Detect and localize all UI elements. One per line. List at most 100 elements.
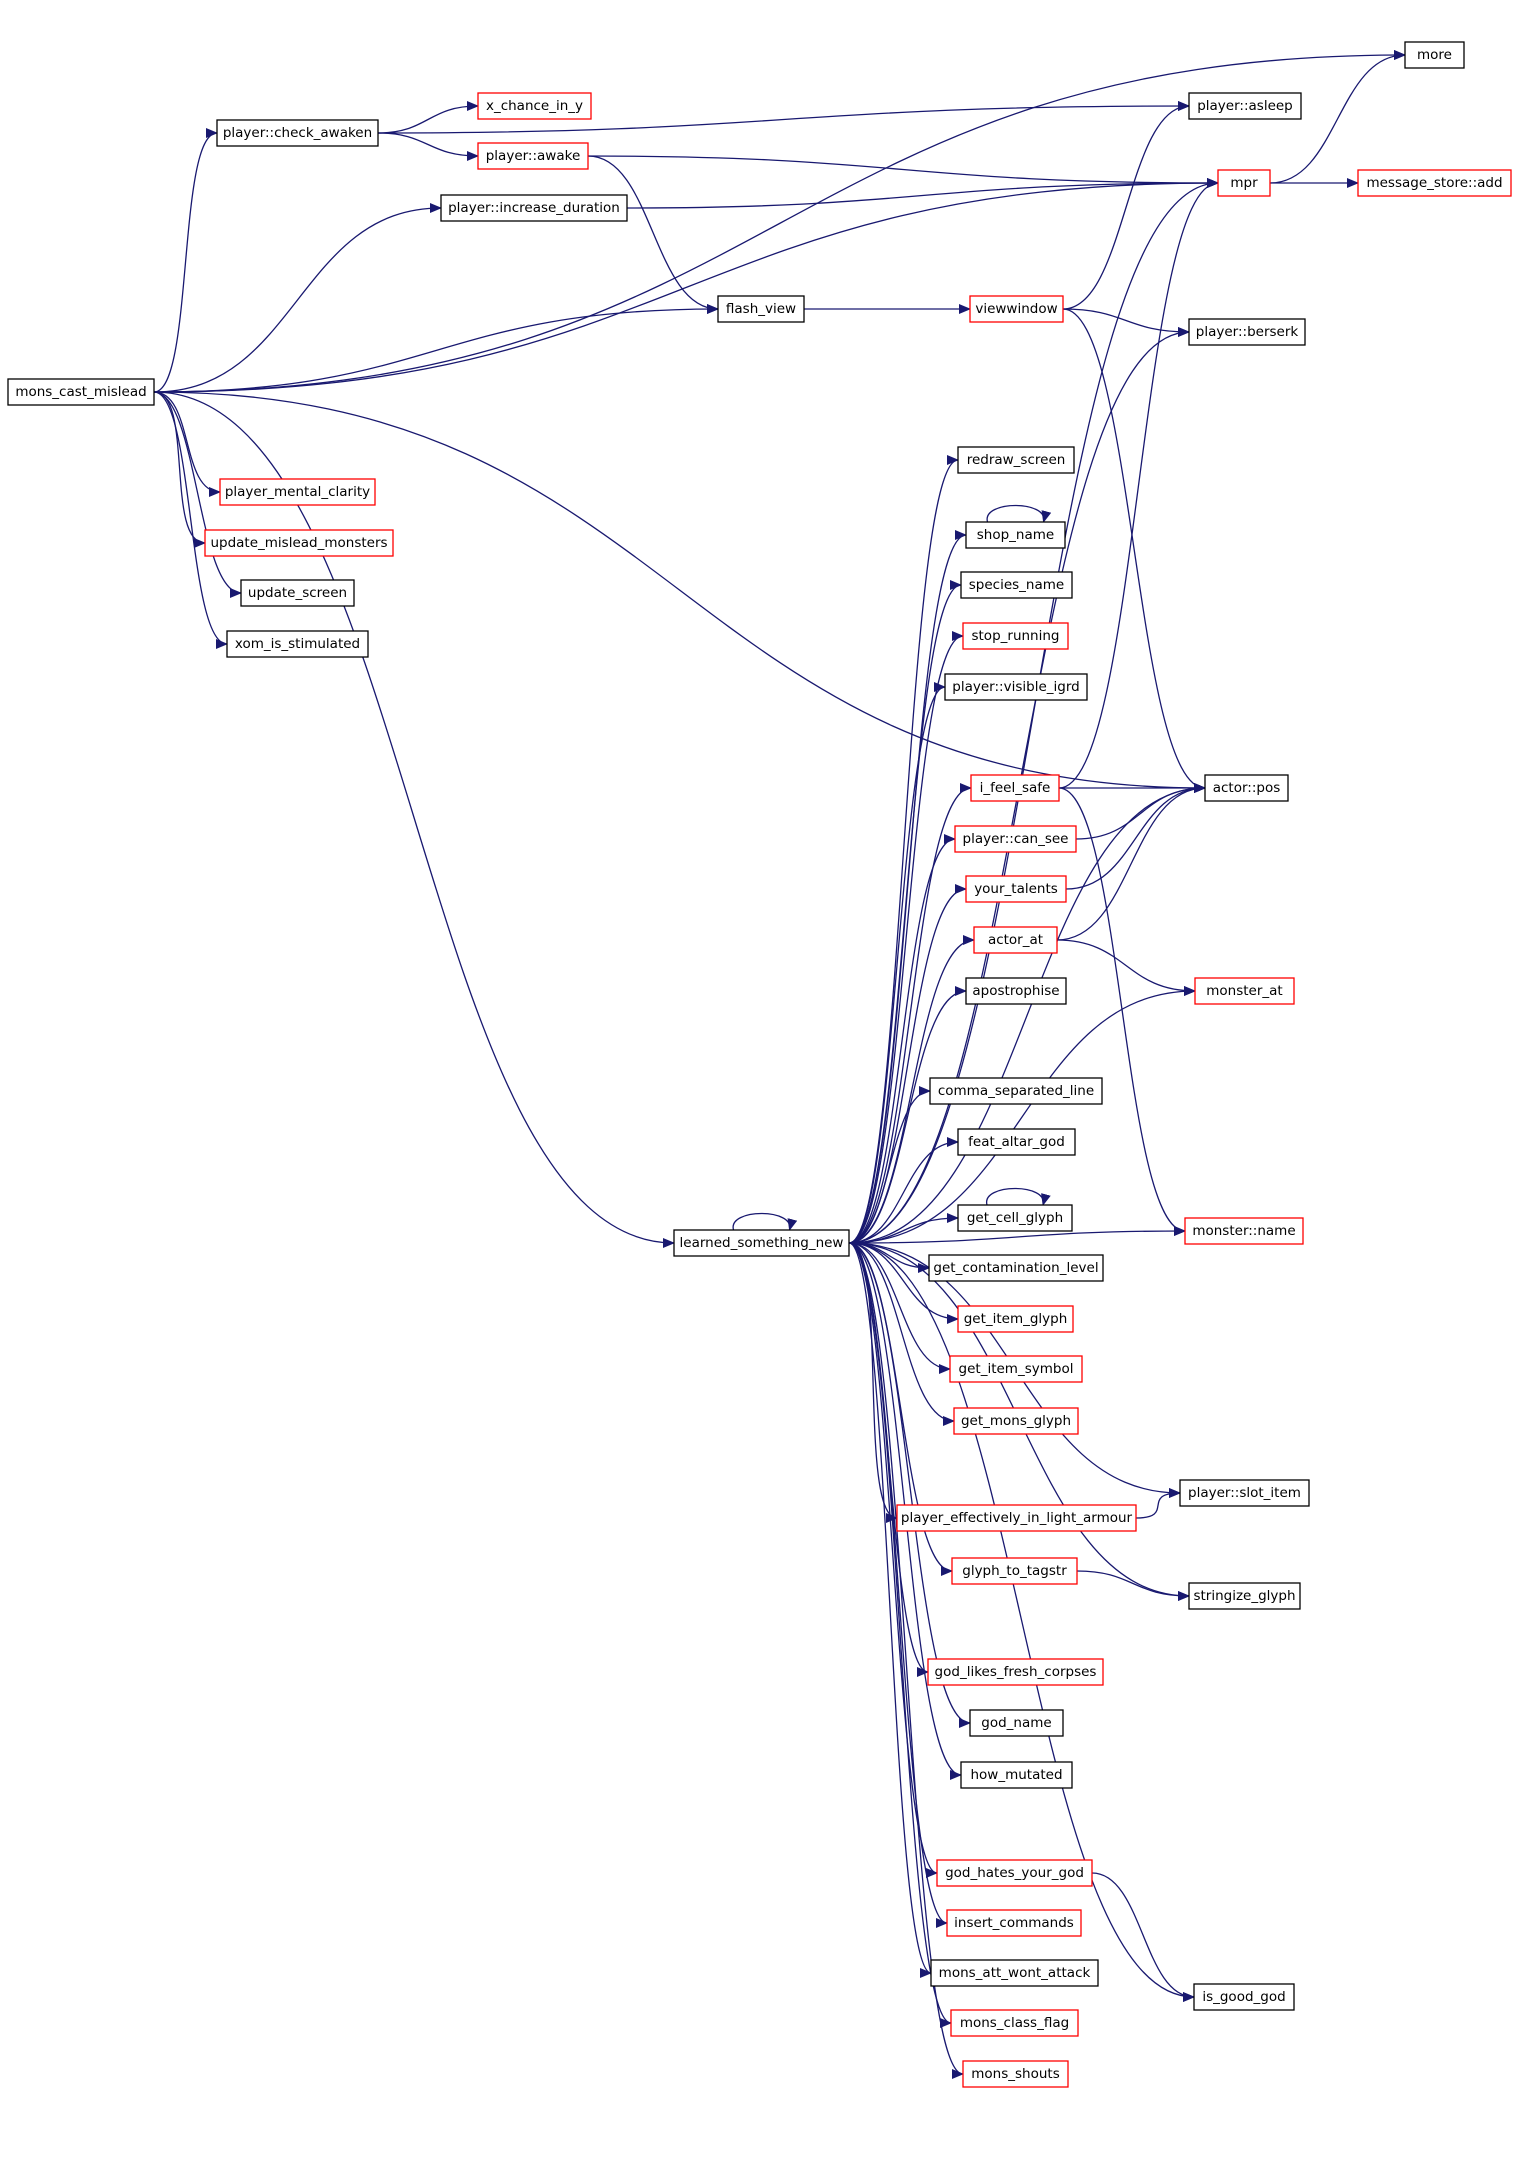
node-box[interactable] bbox=[929, 1077, 1103, 1105]
node-box[interactable] bbox=[962, 2060, 1069, 2088]
node-get_item_symbol[interactable]: get_item_symbol bbox=[949, 1355, 1083, 1383]
node-box[interactable] bbox=[477, 92, 592, 120]
node-mons_shouts[interactable]: mons_shouts bbox=[962, 2060, 1069, 2088]
node-monster_name[interactable]: monster::name bbox=[1184, 1217, 1304, 1245]
node-box[interactable] bbox=[944, 673, 1088, 701]
node-box[interactable] bbox=[957, 1204, 1073, 1232]
node-flash_view[interactable]: flash_view bbox=[717, 295, 805, 323]
node-player_increase_duration[interactable]: player::increase_duration bbox=[440, 194, 628, 222]
node-update_screen[interactable]: update_screen bbox=[240, 579, 355, 607]
node-viewwindow[interactable]: viewwindow bbox=[969, 295, 1064, 323]
node-god_likes_fresh_corpses[interactable]: god_likes_fresh_corpses bbox=[927, 1658, 1104, 1686]
node-player_visible_igrd[interactable]: player::visible_igrd bbox=[944, 673, 1088, 701]
node-box[interactable] bbox=[970, 774, 1060, 802]
node-mons_cast_mislead[interactable]: mons_cast_mislead bbox=[7, 378, 155, 406]
node-box[interactable] bbox=[1217, 169, 1271, 197]
node-box[interactable] bbox=[1188, 1582, 1301, 1610]
node-box[interactable] bbox=[1194, 977, 1295, 1005]
node-god_name[interactable]: god_name bbox=[969, 1709, 1064, 1737]
node-box[interactable] bbox=[936, 1859, 1093, 1887]
node-box[interactable] bbox=[957, 1305, 1074, 1333]
node-box[interactable] bbox=[673, 1229, 850, 1257]
node-box[interactable] bbox=[440, 194, 628, 222]
node-is_good_god[interactable]: is_good_god bbox=[1193, 1983, 1295, 2011]
node-player_can_see[interactable]: player::can_see bbox=[954, 825, 1077, 853]
node-box[interactable] bbox=[927, 1658, 1104, 1686]
node-i_feel_safe[interactable]: i_feel_safe bbox=[970, 774, 1060, 802]
node-box[interactable] bbox=[965, 875, 1067, 903]
node-feat_altar_god[interactable]: feat_altar_god bbox=[957, 1128, 1076, 1156]
node-player_asleep[interactable]: player::asleep bbox=[1188, 92, 1302, 120]
node-box[interactable] bbox=[949, 1355, 1083, 1383]
node-box[interactable] bbox=[204, 529, 394, 557]
node-box[interactable] bbox=[969, 295, 1064, 323]
node-box[interactable] bbox=[1188, 318, 1306, 346]
node-box[interactable] bbox=[896, 1504, 1137, 1532]
node-mons_class_flag[interactable]: mons_class_flag bbox=[950, 2009, 1079, 2037]
node-player_check_awaken[interactable]: player::check_awaken bbox=[216, 119, 379, 147]
node-how_mutated[interactable]: how_mutated bbox=[960, 1761, 1073, 1789]
node-more[interactable]: more bbox=[1404, 41, 1465, 69]
node-x_chance_in_y[interactable]: x_chance_in_y bbox=[477, 92, 592, 120]
node-box[interactable] bbox=[960, 1761, 1073, 1789]
node-message_store_add[interactable]: message_store::add bbox=[1357, 169, 1512, 197]
node-god_hates_your_god[interactable]: god_hates_your_god bbox=[936, 1859, 1093, 1887]
node-box[interactable] bbox=[950, 2009, 1079, 2037]
node-player_effectively_in_light_armour[interactable]: player_effectively_in_light_armour bbox=[896, 1504, 1137, 1532]
node-box[interactable] bbox=[960, 571, 1073, 599]
node-species_name[interactable]: species_name bbox=[960, 571, 1073, 599]
node-actor_pos[interactable]: actor::pos bbox=[1204, 774, 1289, 802]
node-box[interactable] bbox=[930, 1959, 1099, 1987]
node-get_contamination_level[interactable]: get_contamination_level bbox=[928, 1254, 1104, 1282]
node-stringize_glyph[interactable]: stringize_glyph bbox=[1188, 1582, 1301, 1610]
node-your_talents[interactable]: your_talents bbox=[965, 875, 1067, 903]
node-box[interactable] bbox=[1193, 1983, 1295, 2011]
node-box[interactable] bbox=[953, 1407, 1079, 1435]
node-learned_something_new[interactable]: learned_something_new bbox=[673, 1229, 850, 1257]
node-box[interactable] bbox=[216, 119, 379, 147]
node-player_slot_item[interactable]: player::slot_item bbox=[1179, 1479, 1310, 1507]
node-comma_separated_line[interactable]: comma_separated_line bbox=[929, 1077, 1103, 1105]
node-get_item_glyph[interactable]: get_item_glyph bbox=[957, 1305, 1074, 1333]
node-box[interactable] bbox=[1188, 92, 1302, 120]
node-xom_is_stimulated[interactable]: xom_is_stimulated bbox=[226, 630, 369, 658]
node-box[interactable] bbox=[240, 579, 355, 607]
node-box[interactable] bbox=[928, 1254, 1104, 1282]
node-mpr[interactable]: mpr bbox=[1217, 169, 1271, 197]
node-box[interactable] bbox=[1404, 41, 1465, 69]
node-box[interactable] bbox=[965, 977, 1067, 1005]
node-box[interactable] bbox=[1204, 774, 1289, 802]
node-get_mons_glyph[interactable]: get_mons_glyph bbox=[953, 1407, 1079, 1435]
node-actor_at[interactable]: actor_at bbox=[973, 926, 1058, 954]
node-mons_att_wont_attack[interactable]: mons_att_wont_attack bbox=[930, 1959, 1099, 1987]
node-update_mislead_monsters[interactable]: update_mislead_monsters bbox=[204, 529, 394, 557]
node-glyph_to_tagstr[interactable]: glyph_to_tagstr bbox=[951, 1557, 1078, 1585]
node-stop_running[interactable]: stop_running bbox=[962, 622, 1069, 650]
node-box[interactable] bbox=[962, 622, 1069, 650]
node-box[interactable] bbox=[973, 926, 1058, 954]
node-monster_at[interactable]: monster_at bbox=[1194, 977, 1295, 1005]
node-apostrophise[interactable]: apostrophise bbox=[965, 977, 1067, 1005]
node-shop_name[interactable]: shop_name bbox=[965, 521, 1066, 549]
node-player_berserk[interactable]: player::berserk bbox=[1188, 318, 1306, 346]
node-box[interactable] bbox=[957, 1128, 1076, 1156]
node-box[interactable] bbox=[1184, 1217, 1304, 1245]
node-box[interactable] bbox=[1357, 169, 1512, 197]
node-redraw_screen[interactable]: redraw_screen bbox=[957, 446, 1075, 474]
node-insert_commands[interactable]: insert_commands bbox=[946, 1909, 1082, 1937]
node-box[interactable] bbox=[1179, 1479, 1310, 1507]
node-get_cell_glyph[interactable]: get_cell_glyph bbox=[957, 1204, 1073, 1232]
node-box[interactable] bbox=[219, 478, 376, 506]
node-box[interactable] bbox=[954, 825, 1077, 853]
node-player_awake[interactable]: player::awake bbox=[477, 142, 589, 170]
node-box[interactable] bbox=[965, 521, 1066, 549]
node-player_mental_clarity[interactable]: player_mental_clarity bbox=[219, 478, 376, 506]
node-box[interactable] bbox=[946, 1909, 1082, 1937]
node-box[interactable] bbox=[951, 1557, 1078, 1585]
node-box[interactable] bbox=[477, 142, 589, 170]
node-box[interactable] bbox=[226, 630, 369, 658]
node-box[interactable] bbox=[7, 378, 155, 406]
node-box[interactable] bbox=[717, 295, 805, 323]
node-box[interactable] bbox=[969, 1709, 1064, 1737]
node-box[interactable] bbox=[957, 446, 1075, 474]
